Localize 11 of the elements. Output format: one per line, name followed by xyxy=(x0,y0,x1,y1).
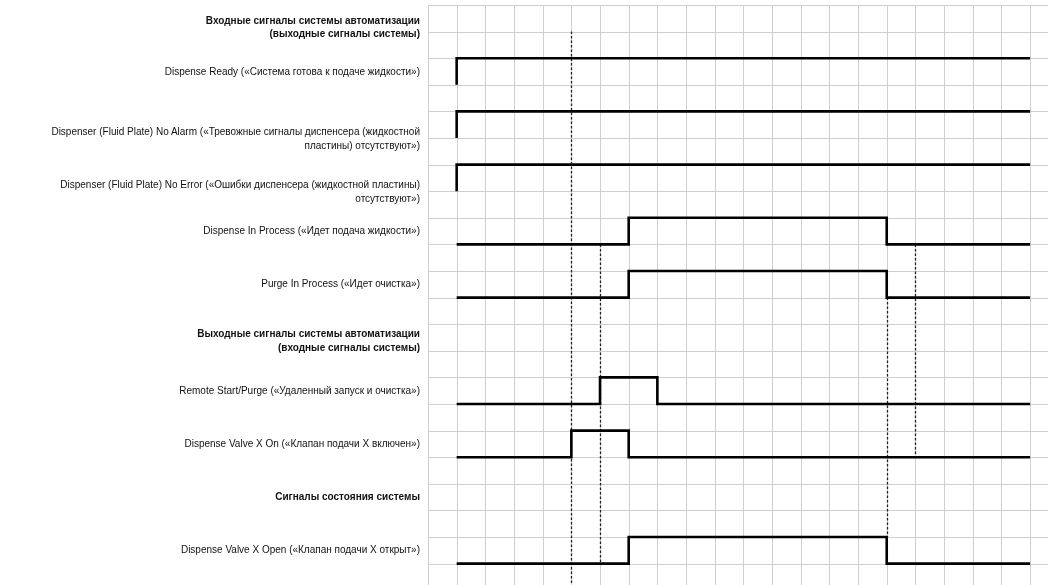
section-heading: Сигналы состояния системы xyxy=(275,490,420,504)
signal-name: Dispense Ready («Система готова к подаче жидкости») xyxy=(164,64,420,79)
signal-name: Dispense Valve X On («Клапан подачи X включен») xyxy=(184,437,420,451)
signal-name: Dispense In Process («Идет подача жидкости») xyxy=(203,224,420,238)
section-heading: Входные сигналы системы автоматизации (выходные сигналы системы) xyxy=(204,13,420,40)
signal-name: Remote Start/Purge («Удаленный запуск и очистка») xyxy=(179,383,420,398)
signal-name: Dispenser (Fluid Plate) No Error («Ошибки диспенсера (жидкостной пластины) отсутствуют») xyxy=(59,177,420,205)
signal-name: Dispense Valve X Open («Клапан подачи X открыт») xyxy=(180,543,420,558)
section-heading: Выходные сигналы системы автоматизации (входные сигналы системы) xyxy=(196,326,420,354)
signal-name: Purge In Process («Идет очистка») xyxy=(261,277,420,292)
signal-name: Dispenser (Fluid Plate) No Alarm («Тревожные сигналы диспенсера (жидкостной пластины) отсутствуют») xyxy=(50,124,420,152)
